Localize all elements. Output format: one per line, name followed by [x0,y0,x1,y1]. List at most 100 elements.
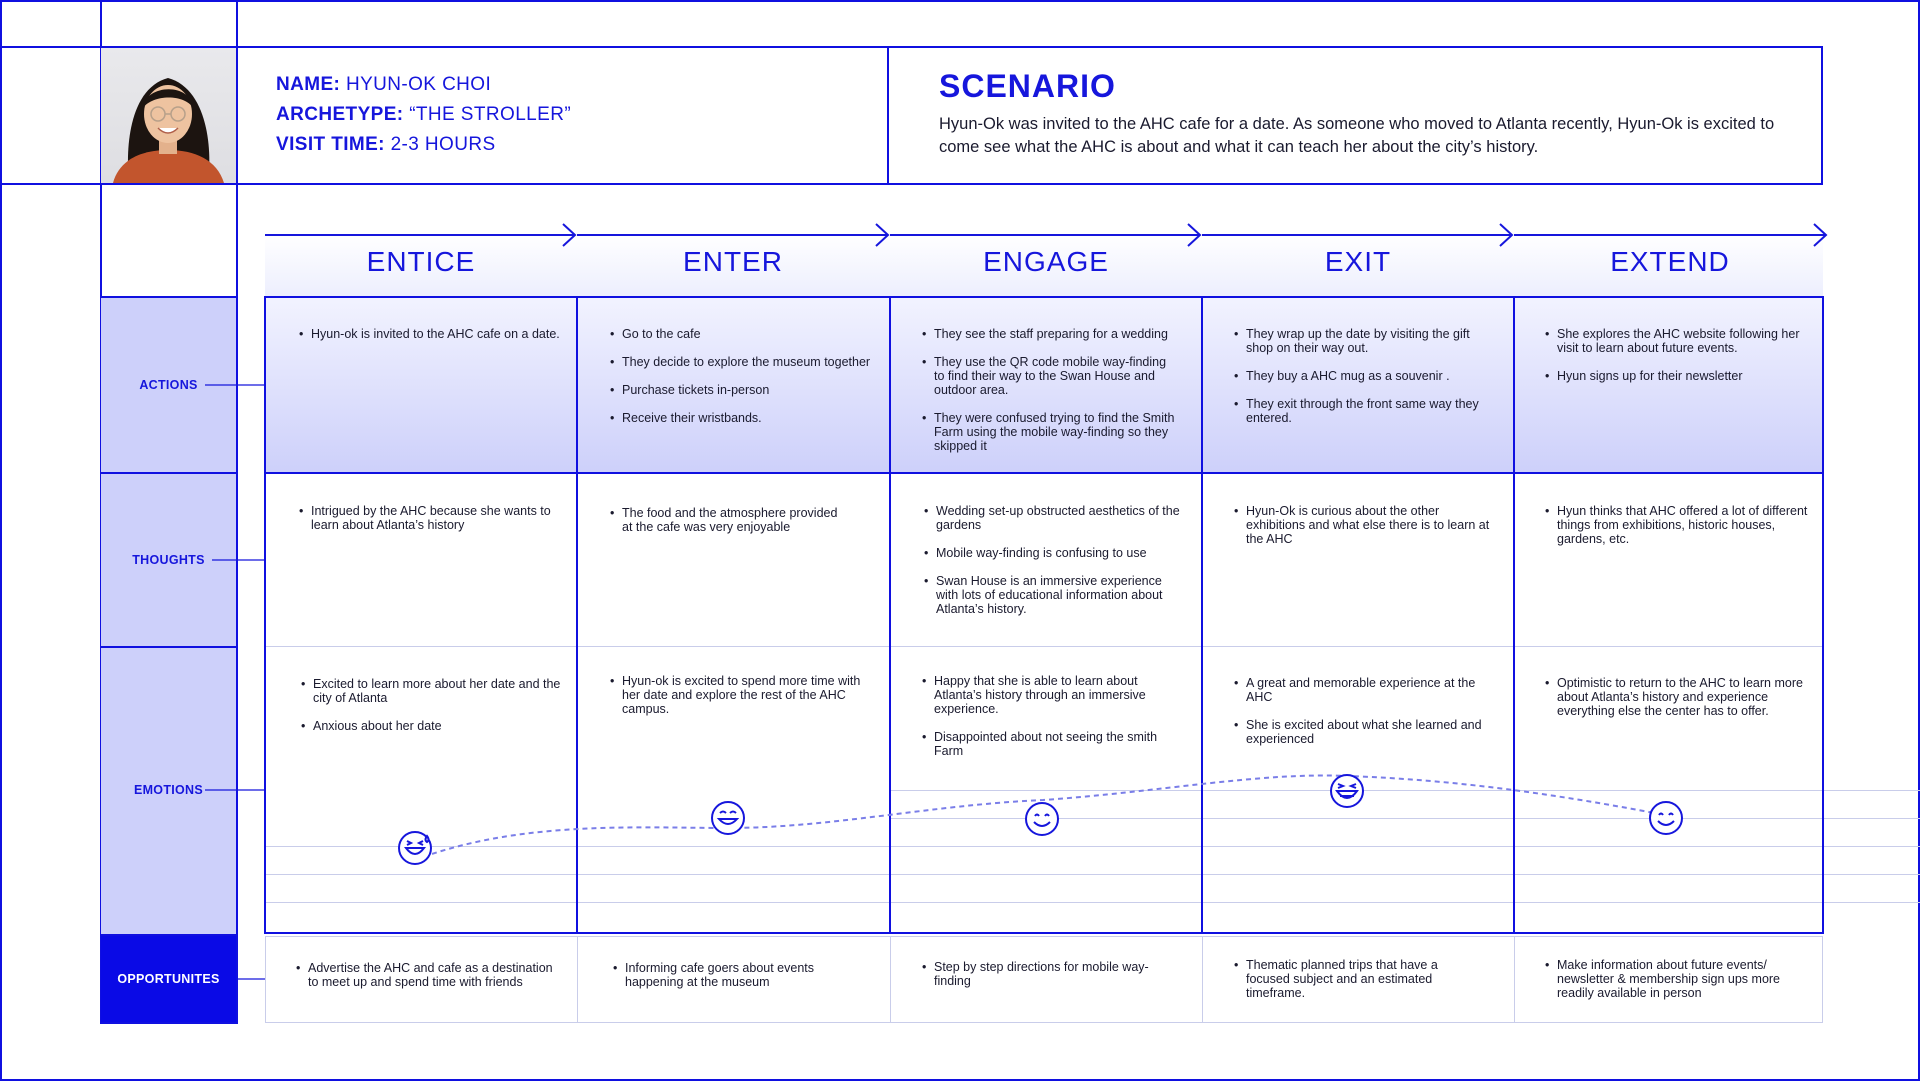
persona-name-value: HYUN-OK CHOI [345,74,492,95]
smiling-face-icon [1648,800,1684,836]
list-item: Mobile way-finding is confusing to use [924,546,1186,560]
emotions-list-engage: Happy that she is able to learn about At… [920,674,1179,772]
header-divider [887,46,889,185]
grid-col-4 [1201,296,1203,934]
list-item: Hyun signs up for their newsletter [1545,369,1817,383]
grinning-sweat-face-icon [397,830,433,866]
list-item: They exit through the front same way the… [1234,397,1496,425]
emotions-list-extend: Optimistic to return to the AHC to learn… [1543,676,1807,732]
opportunities-list-exit: Thematic planned trips that have a focus… [1232,958,1471,1014]
list-item: Receive their wristbands. [610,411,877,425]
grid-row-emotions-bottom [265,932,1823,934]
actions-list-entice: Hyun-ok is invited to the AHC cafe on a … [297,327,566,355]
actions-list-enter: Go to the cafe They decide to explore th… [608,327,877,439]
opportunities-list-extend: Make information about future events/ ne… [1543,958,1802,1014]
persona-archetype-value: “THE STROLLER” [409,104,572,125]
list-item: Intrigued by the AHC because she wants t… [299,504,576,532]
opportunities-list-engage: Step by step directions for mobile way-f… [920,960,1159,1002]
actions-list-engage: They see the staff preparing for a weddi… [920,327,1179,467]
opportunities-list-entice: Advertise the AHC and cafe as a destinat… [294,961,563,1003]
row-label-thoughts: THOUGHTS [132,553,205,567]
thoughts-list-exit: Hyun-Ok is curious about the other exhib… [1232,504,1496,560]
list-item: They buy a AHC mug as a souvenir . [1234,369,1496,383]
list-item: Hyun-ok is invited to the AHC cafe on a … [299,327,566,341]
frame-left-border [0,0,2,1081]
sidebar-divider-2 [100,472,238,474]
grid-row-actions-bottom [265,472,1823,474]
header-right-border [1821,46,1823,185]
list-item: Happy that she is able to learn about At… [922,674,1179,716]
list-item: Purchase tickets in-person [610,383,877,397]
grid-row-thoughts-bottom [265,646,1823,647]
sidebar-divider-4 [100,934,238,936]
scenario-title: SCENARIO [939,68,1116,104]
row-label-actions: ACTIONS [139,378,198,392]
list-item: Make information about future events/ ne… [1545,958,1802,1000]
persona-archetype-label: ARCHETYPE: [276,104,404,125]
sidebar-block [101,297,236,935]
list-item: A great and memorable experience at the … [1234,676,1496,704]
emotions-list-entice: Excited to learn more about her date and… [299,677,563,747]
thoughts-list-entice: Intrigued by the AHC because she wants t… [297,504,576,546]
emotion-guide-3 [265,846,1920,847]
list-item: Thematic planned trips that have a focus… [1234,958,1471,1000]
opportunities-list-enter: Informing cafe goers about events happen… [611,961,850,1003]
list-item: They decide to explore the museum togeth… [610,355,877,369]
frame-top-border [0,0,1920,2]
persona-name-label: NAME: [276,74,341,95]
stage-header-band [265,234,1823,298]
smiling-face-icon [710,800,746,836]
grid-col-opp-3 [890,936,891,1023]
list-item: Go to the cafe [610,327,877,341]
actions-list-extend: She explores the AHC website following h… [1543,327,1817,397]
persona-info: NAME: HYUN-OK CHOI ARCHETYPE: “THE STROL… [276,70,571,160]
list-item: The food and the atmosphere provided at … [610,506,842,534]
laughing-face-icon [1329,773,1365,809]
grid-col-6 [1822,296,1824,934]
list-item: They use the QR code mobile way-finding … [922,355,1179,397]
list-item: She is excited about what she learned an… [1234,718,1496,746]
list-item: Informing cafe goers about events happen… [613,961,850,989]
emotion-guide-5 [265,902,1920,903]
grid-row-opportunities-top [265,936,1823,937]
list-item: They wrap up the date by visiting the gi… [1234,327,1496,355]
sidebar-divider-1 [100,296,238,298]
list-item: She explores the AHC website following h… [1545,327,1817,355]
grid-col-3 [889,296,891,934]
grid-col-5 [1513,296,1515,934]
stage-title-extend: EXTEND [1610,246,1730,277]
stage-title-engage: ENGAGE [983,246,1109,277]
grid-line-sidebar [236,0,238,1024]
sidebar-opportunities-block [101,935,236,1024]
emotion-guide-2 [890,818,1920,819]
header-bottom-line [0,183,1823,185]
emotions-list-enter: Hyun-ok is excited to spend more time wi… [608,674,877,730]
scenario-text: Hyun-Ok was invited to the AHC cafe for … [939,115,1775,156]
list-item: Advertise the AHC and cafe as a destinat… [296,961,563,989]
stage-title-entice: ENTICE [366,246,476,277]
list-item: Disappointed about not seeing the smith … [922,730,1179,758]
thoughts-list-extend: Hyun thinks that AHC offered a lot of di… [1543,504,1822,560]
row-label-emotions: EMOTIONS [133,783,204,797]
persona-visit-label: VISIT TIME: [276,134,385,155]
grid-col-2 [576,296,578,934]
stage-arrows [265,223,1828,247]
frame-bottom-border [0,1079,1920,1081]
thoughts-list-enter: The food and the atmosphere provided at … [608,506,842,548]
list-item: Anxious about her date [301,719,563,733]
stage-title-enter: ENTER [683,246,783,277]
actions-list-exit: They wrap up the date by visiting the gi… [1232,327,1496,439]
list-item: They were confused trying to find the Sm… [922,411,1179,453]
thoughts-list-engage: Wedding set-up obstructed aesthetics of … [922,504,1186,630]
header-top-line [0,46,1823,48]
emotion-guide-1 [890,790,1920,791]
sidebar-divider-3 [100,646,238,648]
list-item: Hyun-ok is excited to spend more time wi… [610,674,877,716]
row-label-opportunities: OPPORTUNITES [117,972,220,986]
emotion-guide-4 [265,874,1920,875]
persona-photo [101,48,236,183]
frame-right-border [1918,0,1920,1081]
list-item: Hyun-Ok is curious about the other exhib… [1234,504,1496,546]
grid-col-opp-4 [1202,936,1203,1023]
